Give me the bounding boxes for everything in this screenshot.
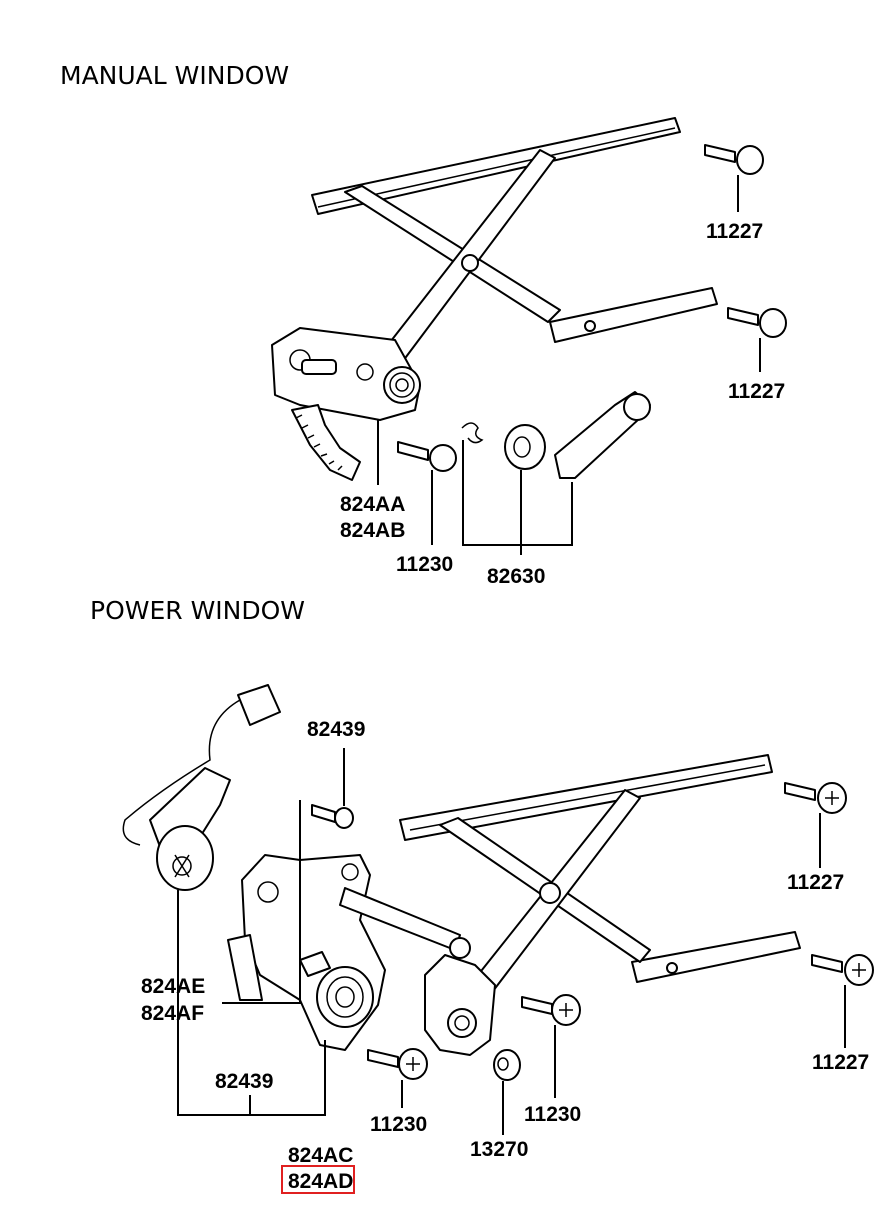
power-bolt-11230-center bbox=[521, 994, 581, 1026]
power-drum bbox=[316, 966, 374, 1028]
manual-gear-bolt-shank bbox=[397, 441, 429, 461]
label-13270: 13270 bbox=[470, 1138, 528, 1161]
label-824AD: 824AD bbox=[288, 1170, 353, 1193]
label-82630: 82630 bbox=[487, 565, 545, 588]
power-lower-rail bbox=[631, 931, 801, 983]
manual-leaders bbox=[377, 175, 761, 555]
power-lower-bracket bbox=[424, 954, 496, 1056]
manual-arm-a bbox=[344, 185, 561, 323]
manual-window-title: MANUAL WINDOW bbox=[60, 61, 289, 90]
manual-gear-sector bbox=[291, 404, 361, 481]
label-824AC: 824AC bbox=[288, 1144, 353, 1167]
label-824AE: 824AE bbox=[141, 975, 205, 998]
label-82439-bottom: 82439 bbox=[215, 1070, 273, 1093]
manual-gear-plate bbox=[271, 327, 421, 421]
motor-harness-wire bbox=[122, 699, 241, 846]
manual-top-rail bbox=[311, 117, 681, 215]
power-nut-13270 bbox=[493, 1049, 521, 1081]
power-window-title: POWER WINDOW bbox=[90, 596, 305, 625]
label-11227-power-top: 11227 bbox=[787, 871, 844, 894]
highlight-box-824AD bbox=[281, 1165, 355, 1194]
power-gear-sector bbox=[227, 934, 263, 1001]
power-screw-82439 bbox=[311, 804, 354, 829]
power-regulator-assembly bbox=[227, 754, 801, 1056]
label-824AA: 824AA bbox=[340, 493, 405, 516]
label-82439-top: 82439 bbox=[307, 718, 365, 741]
label-11230-power-left: 11230 bbox=[370, 1113, 427, 1136]
label-11230-manual: 11230 bbox=[396, 553, 453, 576]
label-11227-top: 11227 bbox=[706, 220, 763, 243]
manual-clip bbox=[461, 422, 484, 444]
power-leaders bbox=[177, 748, 846, 1135]
manual-bolt-11227-mid bbox=[727, 307, 787, 338]
manual-gear-bolt-head bbox=[429, 444, 457, 472]
label-11227-power-bottom: 11227 bbox=[812, 1051, 869, 1074]
label-824AF: 824AF bbox=[141, 1002, 204, 1025]
power-bolt-11230-left bbox=[367, 1048, 428, 1080]
power-motor-assembly bbox=[122, 684, 281, 891]
power-bolt-11227-top bbox=[784, 782, 847, 814]
manual-escutcheon bbox=[504, 424, 546, 470]
manual-regulator-assembly bbox=[271, 117, 718, 481]
motor-connector bbox=[237, 684, 281, 726]
label-11227-mid: 11227 bbox=[728, 380, 785, 403]
label-11230-power-center: 11230 bbox=[524, 1103, 581, 1126]
manual-bolt-11227-top bbox=[704, 144, 764, 175]
power-bolt-11227-bottom bbox=[811, 954, 874, 986]
manual-lower-rail bbox=[549, 287, 718, 343]
label-824AB: 824AB bbox=[340, 519, 405, 542]
